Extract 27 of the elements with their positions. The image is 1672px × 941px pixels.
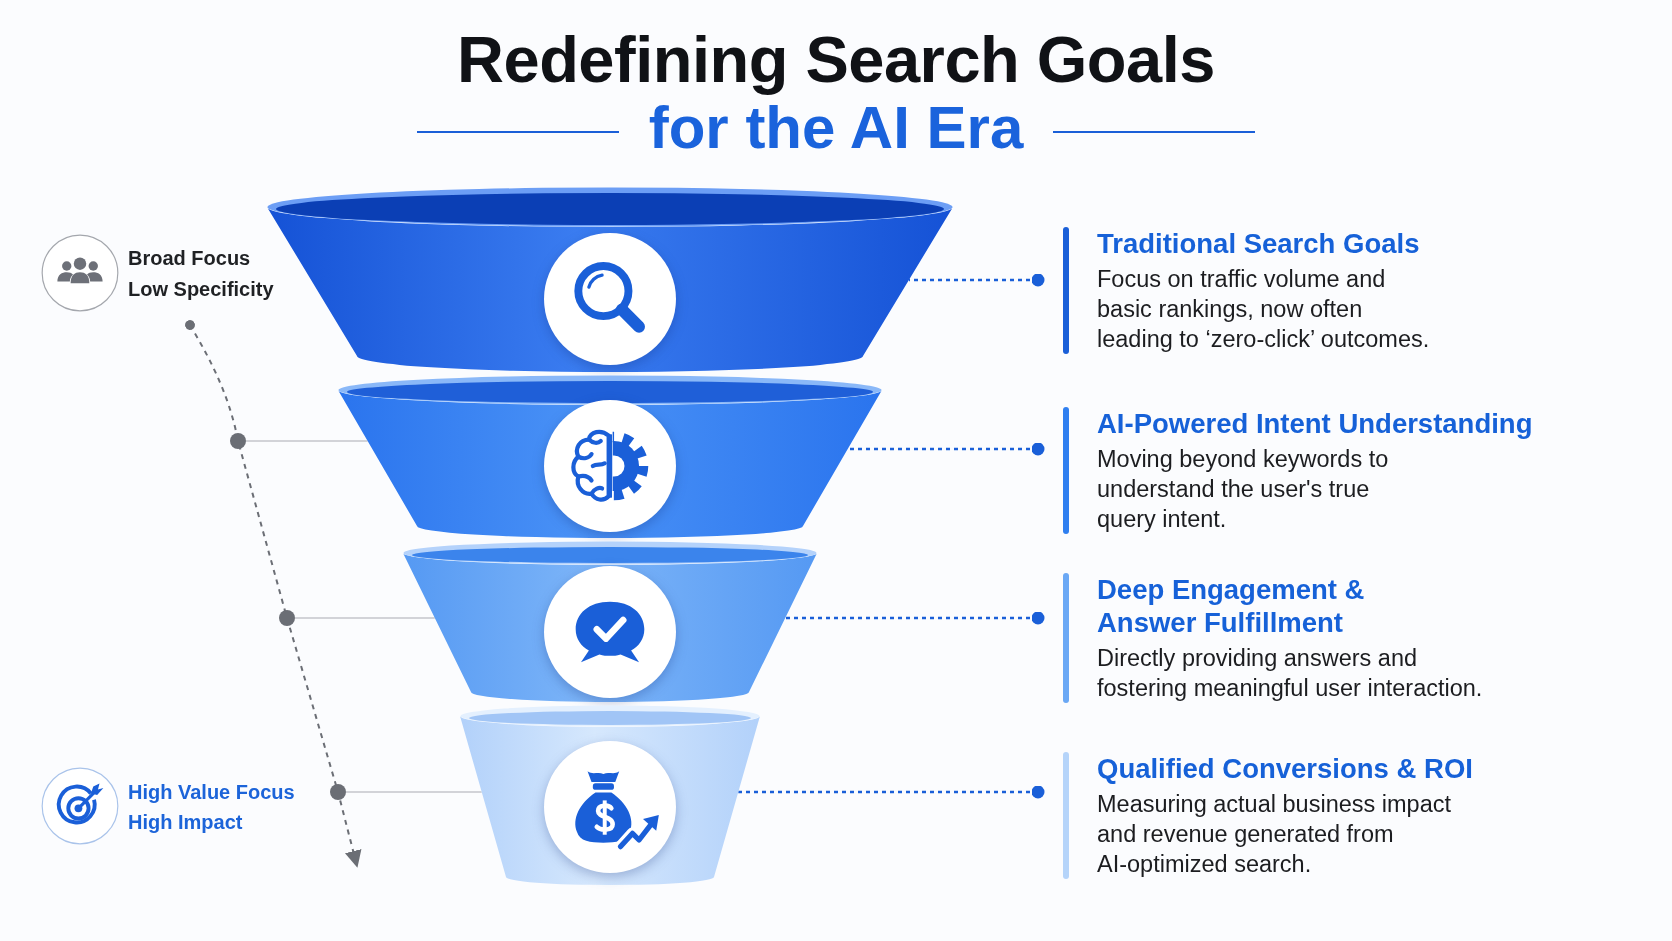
leader-line xyxy=(785,611,1045,625)
heading: Qualified Conversions & ROI xyxy=(1097,752,1474,785)
funnel-section xyxy=(338,375,882,538)
description: Measuring actual business impact and revenue generated from AI-optimized search. xyxy=(1097,790,1452,879)
dot-marker xyxy=(279,610,295,626)
description: Directly providing answers and fostering meaningful user interaction. xyxy=(1097,644,1484,703)
title: Redefining Search Goals xyxy=(457,26,1215,94)
focus-label: High Value Focus xyxy=(128,780,295,804)
focus-label: Broad Focus xyxy=(128,246,251,270)
funnel-section xyxy=(460,705,760,885)
description: Focus on traffic volume and basic rankings, now often leading to ‘zero-click’ outcomes. xyxy=(1097,265,1431,354)
description: Moving beyond keywords to understand the user's true query intent. xyxy=(1097,445,1390,534)
leader-line xyxy=(738,785,1045,799)
connector-line xyxy=(294,617,436,619)
heading: Traditional Search Goals xyxy=(1097,227,1421,260)
leader-line xyxy=(847,442,1045,456)
focus-label: High Impact xyxy=(128,810,243,834)
funnel-section xyxy=(403,541,817,702)
connector-line xyxy=(345,791,483,793)
dot-marker xyxy=(230,433,246,449)
dot-marker xyxy=(330,784,346,800)
connector-line xyxy=(245,440,369,442)
subtitle: for the AI Era xyxy=(648,95,1024,161)
heading: AI-Powered Intent Understanding xyxy=(1097,407,1534,440)
leader-line xyxy=(908,273,1045,287)
heading: Deep Engagement & Answer Fulfillment xyxy=(1097,573,1366,639)
focus-label: Low Specificity xyxy=(128,277,274,301)
